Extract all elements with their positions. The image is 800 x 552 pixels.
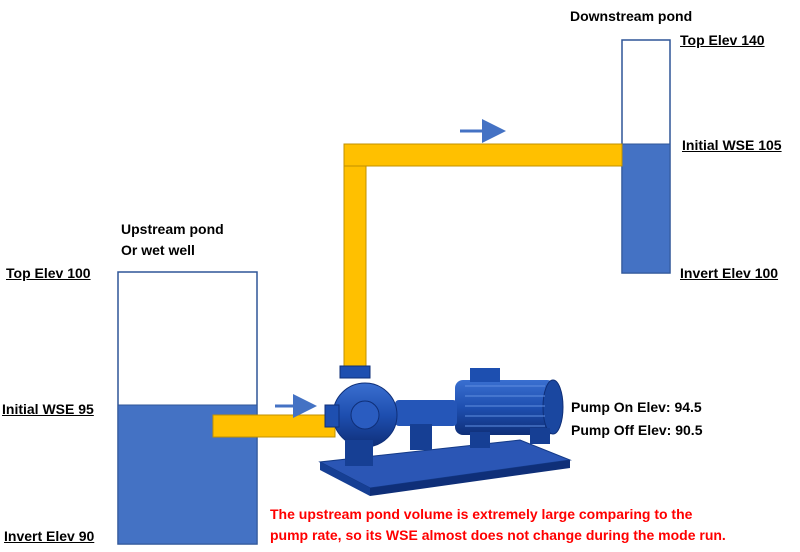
upstream-invert-elev: Invert Elev 90 xyxy=(4,528,95,544)
downstream-pond-title: Downstream pond xyxy=(570,8,693,24)
upstream-top-elev: Top Elev 100 xyxy=(6,265,91,281)
discharge-riser xyxy=(343,145,367,373)
upstream-pond-subtitle: Or wet well xyxy=(121,242,195,258)
upstream-pond-title: Upstream pond xyxy=(121,221,224,237)
pipe-network xyxy=(212,143,623,438)
pump-on-elev: Pump On Elev: 94.5 xyxy=(571,399,702,415)
upstream-volume-note: The upstream pond volume is extremely la… xyxy=(270,504,800,546)
note-line-1: The upstream pond volume is extremely la… xyxy=(270,506,693,522)
downstream-initial-wse: Initial WSE 105 xyxy=(682,137,782,153)
downstream-top-elev: Top Elev 140 xyxy=(680,32,765,48)
downstream-water xyxy=(621,143,671,274)
discharge-header xyxy=(343,143,623,167)
downstream-pond xyxy=(621,39,671,274)
pump-off-elev: Pump Off Elev: 90.5 xyxy=(571,422,703,438)
note-line-2: pump rate, so its WSE almost does not ch… xyxy=(270,527,726,543)
downstream-invert-elev: Invert Elev 100 xyxy=(680,265,779,281)
suction-pipe xyxy=(212,414,336,438)
upstream-pond xyxy=(117,271,258,545)
upstream-initial-wse: Initial WSE 95 xyxy=(2,401,94,417)
centrifugal-pump-icon xyxy=(318,365,572,496)
